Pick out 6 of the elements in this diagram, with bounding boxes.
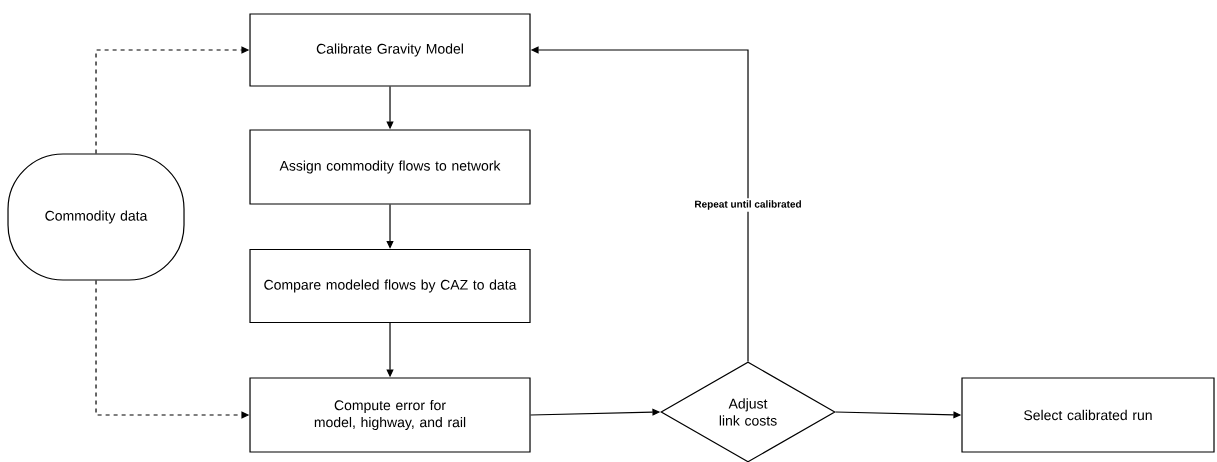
edge-label: Repeat until calibrated xyxy=(692,198,804,212)
process-box: Select calibrated run xyxy=(961,377,1215,453)
process-box: Calibrate Gravity Model xyxy=(249,13,531,87)
process-box: Assign commodity flows to network xyxy=(249,129,531,205)
process-box: Compute error for model, highway, and rail xyxy=(249,377,531,453)
process-box: Compare modeled flows by CAZ to data xyxy=(249,248,531,324)
